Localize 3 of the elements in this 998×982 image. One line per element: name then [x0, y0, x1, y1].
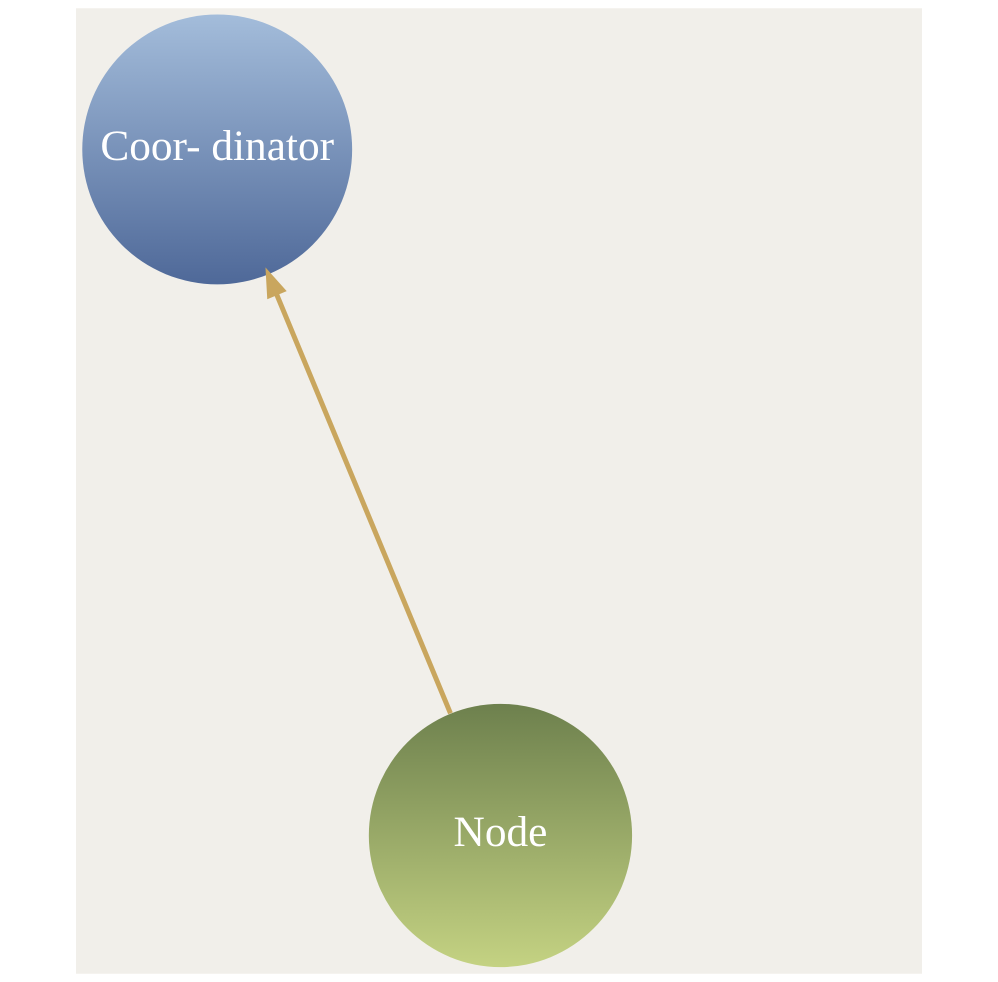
node-circle: Node [368, 704, 632, 968]
arrow [265, 267, 453, 714]
node-circle: Coor- dinator [82, 14, 352, 284]
